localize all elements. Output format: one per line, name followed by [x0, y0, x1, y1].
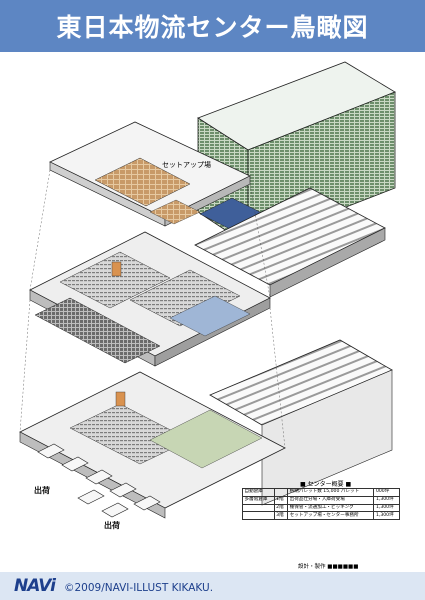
table-row: 多層階倉庫 1階 出荷品仕分場・入庫荷受場 1,300坪: [242, 495, 400, 505]
floor-connectors: [19, 169, 286, 449]
floor-2: [29, 187, 386, 367]
shipping-label-1: 出荷: [34, 486, 50, 495]
setup-room-label: セットアップ場: [162, 161, 211, 169]
trucks: [37, 443, 161, 518]
copyright-text: ©2009/NAVI-ILLUST KIKAKU.: [64, 582, 214, 594]
table-row: 3階 セットアップ場・センター事務所 1,300坪: [242, 511, 400, 521]
page-title: 東日本物流センター鳥瞰図: [56, 13, 369, 42]
footer-bar: [0, 572, 425, 600]
isometric-illustration: [0, 52, 425, 572]
floor-1: [19, 261, 393, 519]
navi-logo: NAVi: [14, 576, 56, 596]
title-bar: 東日本物流センター鳥瞰図: [0, 0, 425, 52]
credit-line: 設計・製作 ■■■■■■: [298, 564, 359, 570]
table-row: 2階 棚保管・流通加工・ピッキング 1,300坪: [242, 503, 400, 513]
spec-table-heading: ■ センター概要 ■: [300, 481, 352, 488]
table-row: 自動倉庫 格納パレット数 15,000 パレット 000坪: [242, 488, 400, 497]
spec-table: 自動倉庫 格納パレット数 15,000 パレット 000坪 多層階倉庫 1階 出…: [242, 488, 400, 521]
shipping-label-2: 出荷: [104, 521, 120, 530]
